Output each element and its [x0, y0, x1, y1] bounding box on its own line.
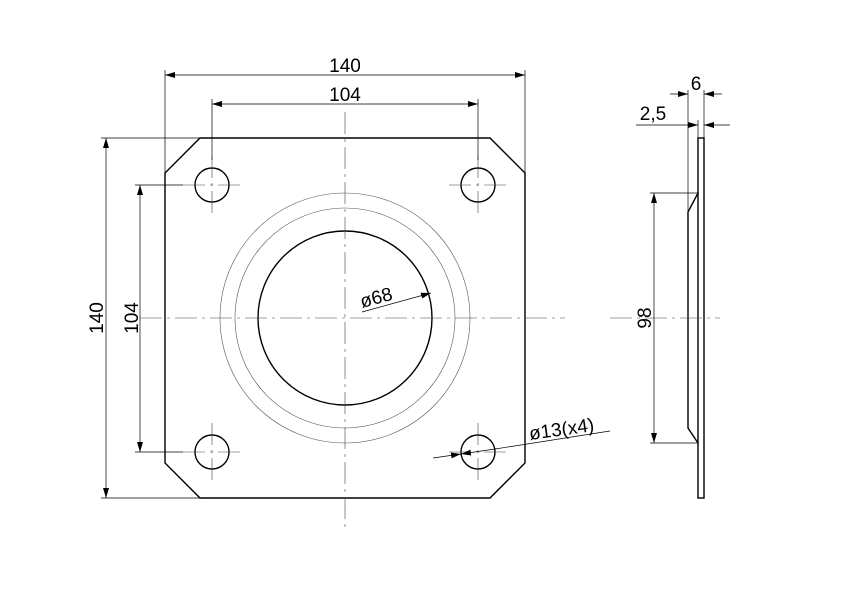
- plate-outline: [164, 137, 526, 499]
- dimension-bore-diameter: ø68: [358, 284, 432, 313]
- dimension-label: 104: [329, 85, 361, 106]
- dimension-label: 98: [635, 307, 656, 328]
- front-view: 140 104 140 104 ø68: [87, 56, 611, 532]
- dimension-label: 104: [122, 302, 143, 334]
- centerlines: [140, 112, 565, 532]
- dimension-label: 2,5: [640, 104, 666, 125]
- dimension-label: ø13(x4): [528, 415, 596, 445]
- boss-profile: [687, 192, 699, 444]
- side-view: 6 2,5 98: [610, 74, 730, 499]
- dimension-hole-spacing-vertical: 104: [122, 184, 183, 453]
- dimension-boss-diameter: 98: [635, 192, 698, 444]
- dimension-total-thickness: 6: [670, 74, 722, 212]
- dimension-label: 6: [691, 74, 702, 95]
- dimension-overall-height: 140: [87, 137, 200, 499]
- dimension-label: 140: [329, 56, 361, 77]
- dimension-label: 140: [87, 302, 108, 334]
- dimension-label: ø68: [358, 284, 395, 313]
- dimension-hole-diameter: ø13(x4): [432, 415, 611, 459]
- dimension-overall-width: 140: [164, 56, 526, 173]
- dimension-hole-spacing-horizontal: 104: [211, 85, 479, 160]
- dimension-plate-thickness: 2,5: [636, 104, 730, 138]
